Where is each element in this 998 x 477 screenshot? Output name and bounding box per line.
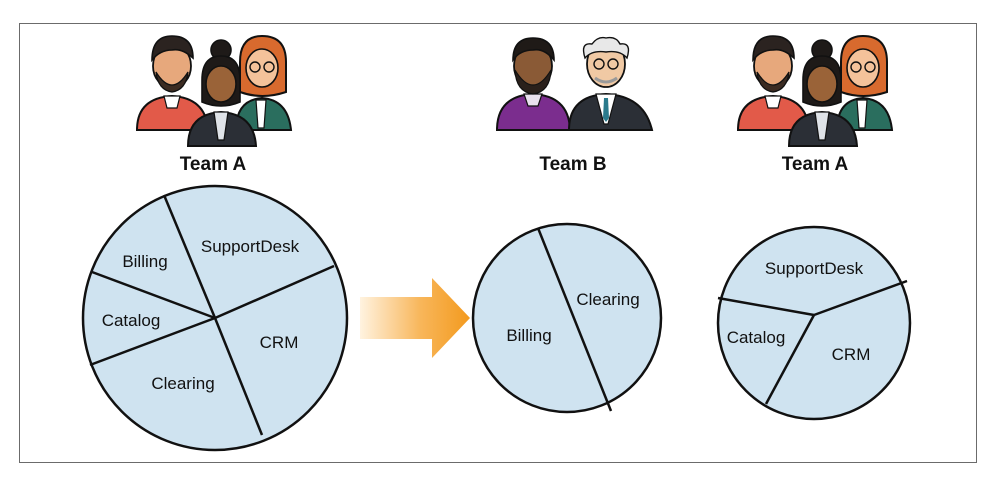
slice-label-clearing: Clearing: [151, 374, 214, 393]
slice-divider: [717, 296, 815, 317]
slice-divider: [162, 194, 217, 319]
person-older-man-suit-icon: [567, 36, 654, 131]
team-label-middle: Team B: [539, 154, 606, 175]
slice-divider: [213, 317, 264, 436]
slice-label-catalog: Catalog: [102, 311, 161, 330]
slice-label-supportdesk: SupportDesk: [765, 259, 864, 278]
team-b-people-icon: [495, 36, 654, 131]
team-a-people-icon: [135, 34, 293, 147]
slice-divider: [91, 270, 216, 320]
pie-team-b: Billing Clearing: [471, 222, 663, 414]
right-arrow-icon: [360, 278, 470, 358]
slice-label-billing: Billing: [506, 326, 551, 345]
slice-label-supportdesk: SupportDesk: [201, 237, 300, 256]
pie-outline: [716, 225, 912, 421]
pie-team-a-after: SupportDesk Catalog CRM: [716, 225, 912, 421]
pie-outline: [471, 222, 663, 414]
person-woman-bun-icon: [787, 39, 859, 147]
person-woman-glasses-icon: [234, 34, 293, 131]
person-woman-bun-icon: [186, 39, 258, 147]
slice-divider: [89, 316, 216, 367]
slice-divider: [813, 279, 908, 317]
person-man-beard-icon: [736, 35, 811, 131]
slice-divider: [536, 227, 613, 412]
team-label-left: Team A: [180, 154, 247, 175]
team-label-right: Team A: [782, 154, 849, 175]
team-a-people-icon-right: [736, 34, 894, 147]
slice-label-catalog: Catalog: [727, 328, 786, 347]
slice-label-billing: Billing: [122, 252, 167, 271]
slice-label-clearing: Clearing: [576, 290, 639, 309]
slice-label-crm: CRM: [832, 345, 871, 364]
person-man-beard-icon: [135, 35, 210, 131]
slice-label-crm: CRM: [260, 333, 299, 352]
slice-divider: [764, 314, 816, 405]
person-woman-glasses-icon: [835, 34, 894, 131]
pie-team-a-before: SupportDesk Billing Catalog Clearing CRM: [81, 184, 349, 452]
slice-divider: [214, 264, 335, 320]
person-man-beard-purple-icon: [495, 37, 572, 131]
